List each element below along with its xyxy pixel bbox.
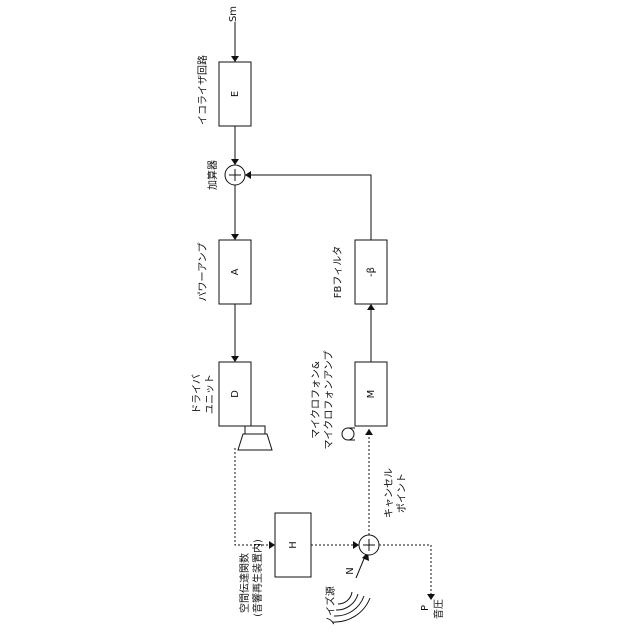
driver-block-label: D <box>230 390 241 398</box>
noise-symbol-label: N <box>345 567 356 574</box>
cancel-point-symbol <box>359 535 379 555</box>
arrowhead-driver-transfer <box>269 541 275 549</box>
input-signal-label: Sm <box>228 6 239 22</box>
driver-unit-label-line2: ユニット <box>205 374 216 414</box>
power-amp-block-label: A <box>230 268 241 275</box>
equalizer-label: イコライザ回路 <box>196 55 209 125</box>
cancel-point-label-line1: キャンセル <box>383 468 395 518</box>
transfer-function-block: H <box>275 513 311 577</box>
transfer-function-label-line2: (音響再生装置内) <box>251 539 264 617</box>
adder-symbol <box>225 165 245 185</box>
fb-filter-block-label: -β <box>366 267 377 277</box>
mic-label-line2: マイクロフォンアンプ <box>323 350 335 449</box>
fb-filter-block: -β <box>355 240 387 304</box>
arrowhead-eq-adder <box>231 159 239 165</box>
sound-pressure-label: 音圧 <box>432 599 445 619</box>
speaker-icon <box>238 426 272 450</box>
mic-label-line1: マイクロフォン& <box>310 361 322 439</box>
noise-wave-icon <box>332 592 370 622</box>
arrowhead-sum-mic <box>365 429 373 435</box>
path-sum-to-pressure <box>379 545 431 600</box>
arrowhead-fb-adder <box>245 171 251 179</box>
mic-block: M <box>355 362 387 426</box>
acoustic-paths <box>235 429 435 600</box>
arrowhead-adder-amp <box>231 234 239 240</box>
arrowhead-transfer-sum <box>353 541 359 549</box>
cancel-point-label-line2: ポイント <box>396 473 408 513</box>
driver-block: D <box>219 362 251 426</box>
arrowhead-mic-fb <box>367 304 375 310</box>
signal-wires <box>231 22 375 578</box>
transfer-block-label: H <box>288 541 299 549</box>
pressure-symbol-label: P <box>420 605 431 611</box>
transfer-function-label-line1: 空間伝達関数 <box>238 553 251 613</box>
wire-fb-to-adder <box>245 175 371 240</box>
power-amp-label: パワーアンプ <box>197 243 209 302</box>
mic-block-label: M <box>366 390 377 399</box>
noise-source-label: ノイズ源 <box>324 586 337 626</box>
arrowhead-input <box>231 56 239 62</box>
equalizer-block: E <box>219 62 251 126</box>
driver-unit-label-line1: ドライバ <box>191 374 203 414</box>
fb-filter-label: FBフィルタ <box>332 246 344 298</box>
equalizer-block-label: E <box>230 91 241 97</box>
microphone-icon <box>342 428 355 440</box>
power-amp-block: A <box>219 240 251 304</box>
adder-label: 加算器 <box>206 160 219 190</box>
path-driver-to-transfer <box>235 448 275 545</box>
arrowhead-amp-driver <box>231 356 239 362</box>
